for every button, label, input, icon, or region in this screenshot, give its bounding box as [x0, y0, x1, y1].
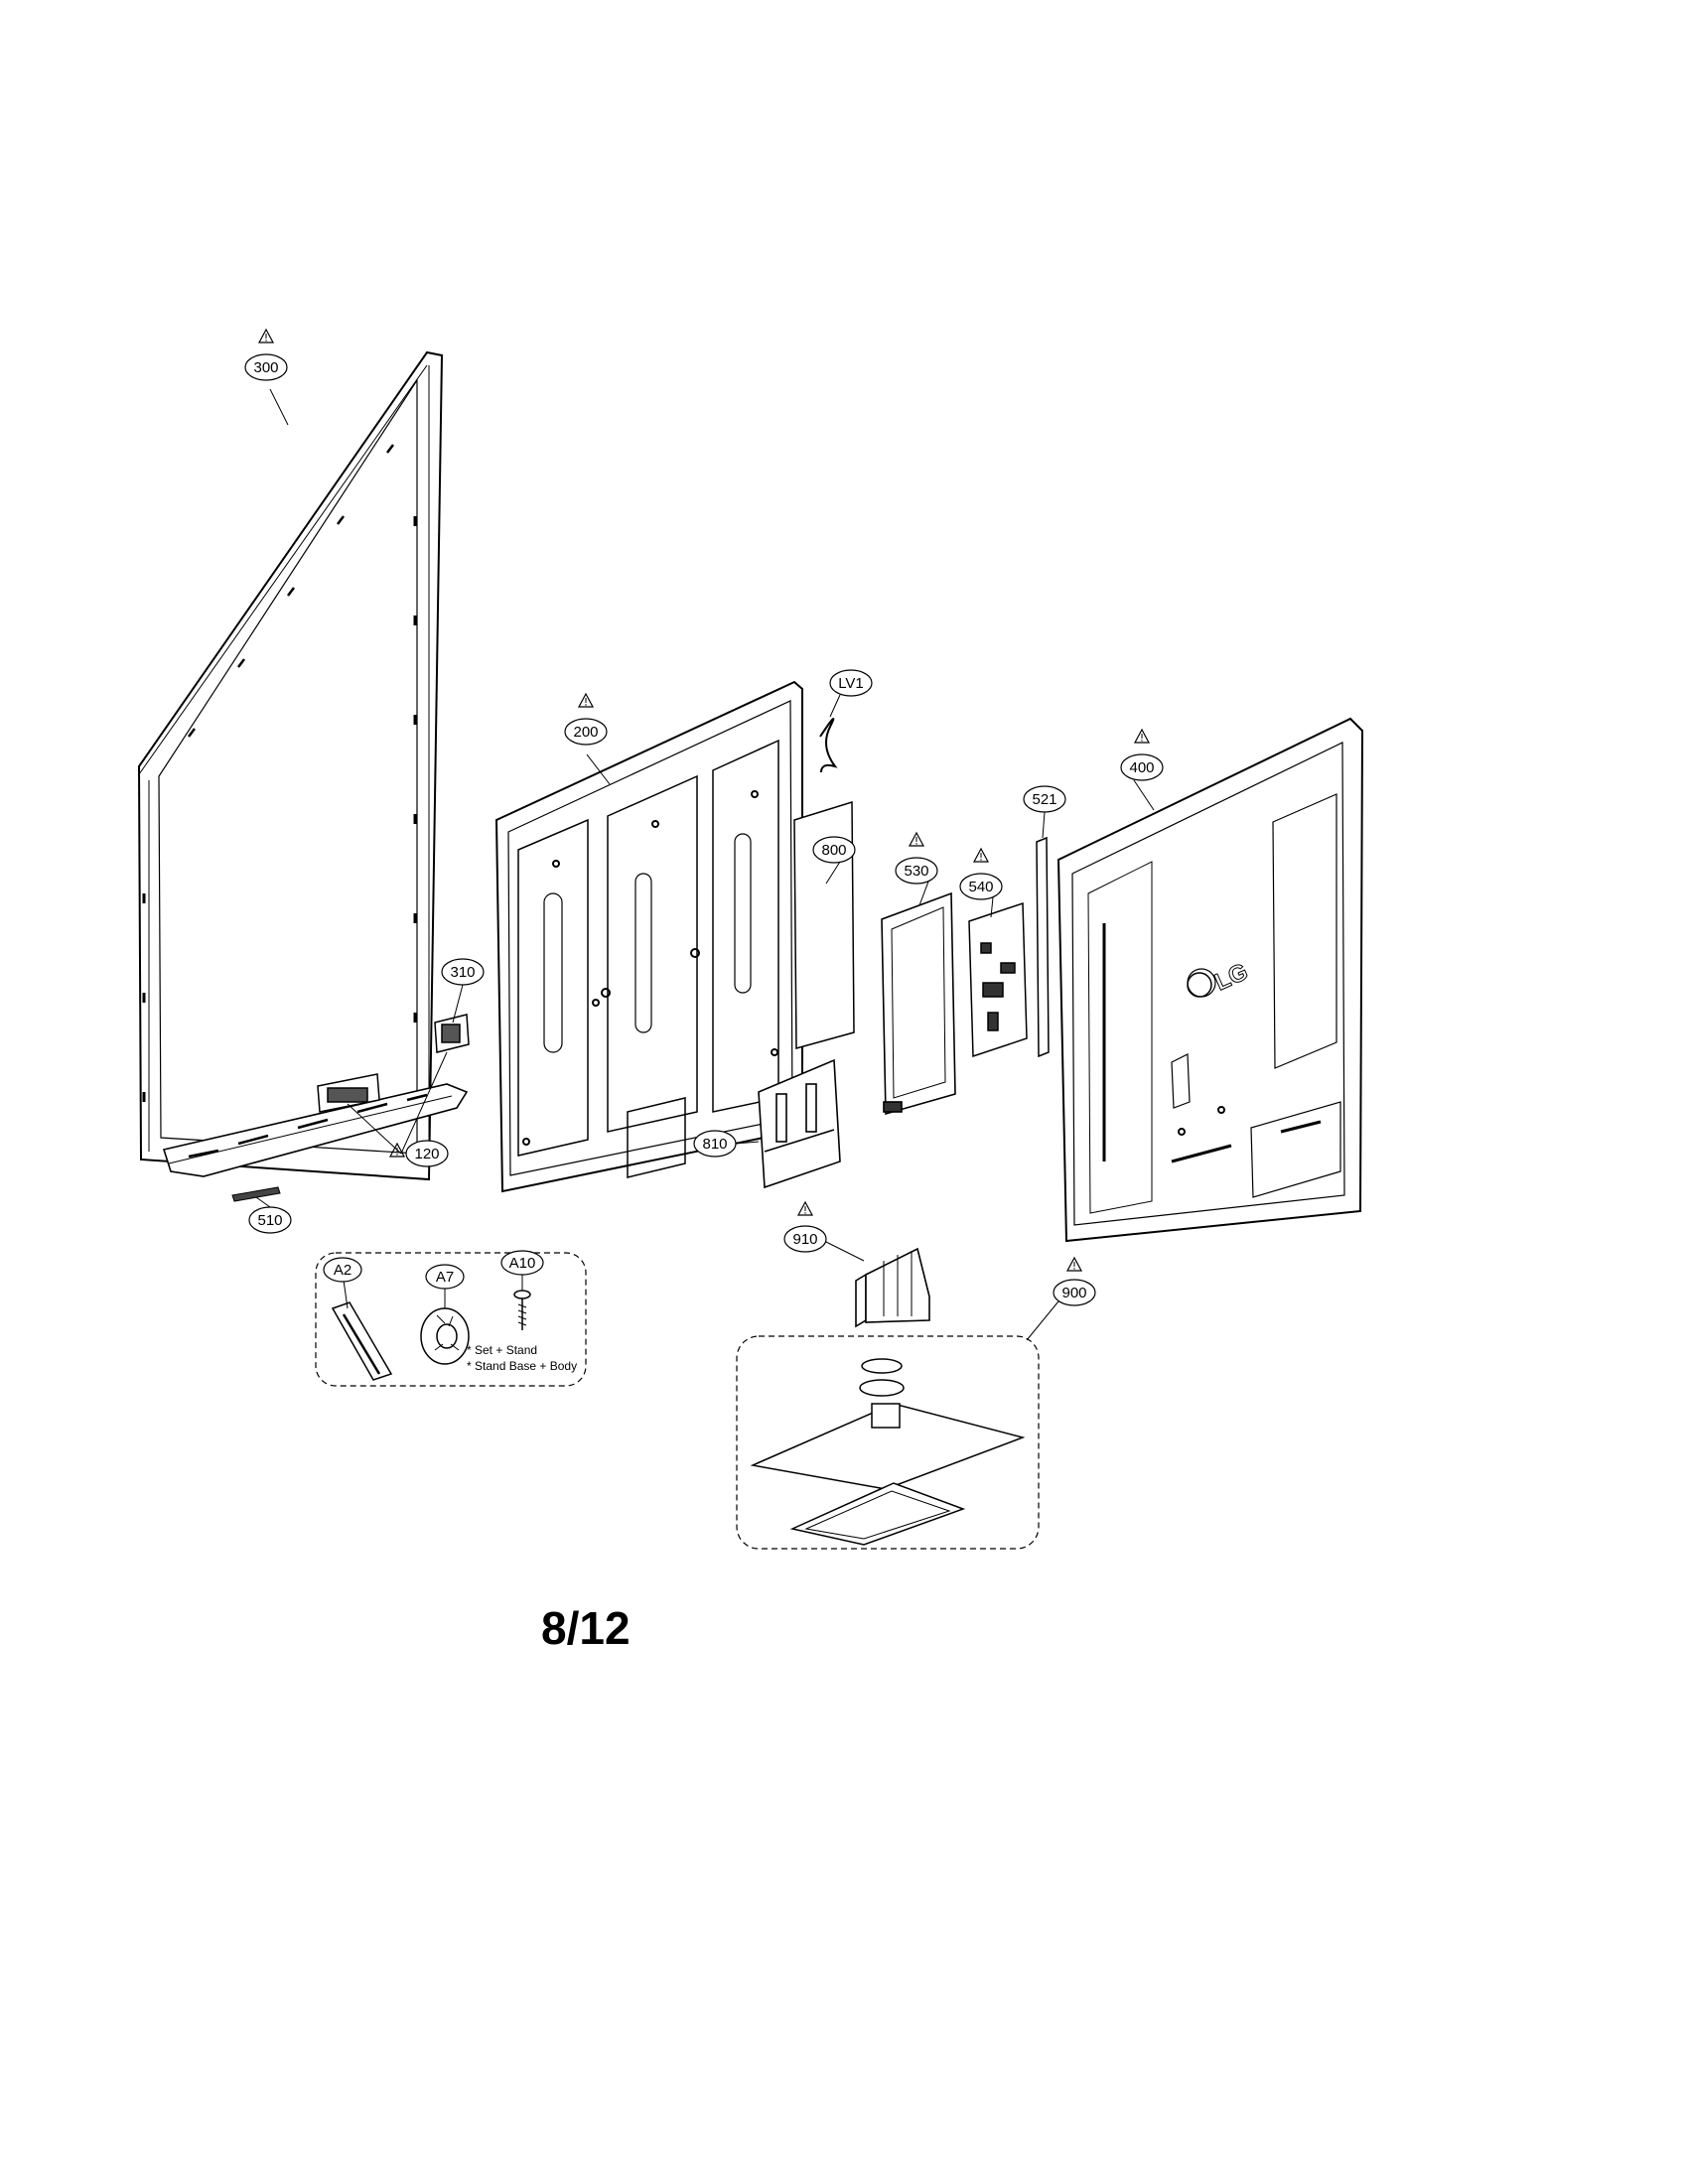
warning-icon — [909, 832, 924, 847]
callout-300: 300 — [244, 353, 288, 381]
callout-a7: A7 — [425, 1264, 465, 1290]
accessories-group: * Set + Stand * Stand Base + Body — [315, 1252, 587, 1387]
callout-a10: A10 — [500, 1250, 544, 1276]
svg-text:120: 120 — [414, 1146, 439, 1162]
warning-icon — [797, 1201, 813, 1216]
svg-text:521: 521 — [1032, 791, 1056, 808]
callout-521: 521 — [1023, 785, 1066, 813]
svg-text:510: 510 — [257, 1212, 282, 1229]
speaker-part-120 — [317, 1014, 470, 1113]
warning-icon — [1066, 1257, 1082, 1272]
svg-text:800: 800 — [821, 842, 846, 859]
warning-icon — [578, 693, 594, 708]
callout-800: 800 — [812, 836, 856, 864]
callouts: 300 200 LV1 800 530 540 521 400 — [244, 353, 1164, 1306]
stand-neck-part-910 — [855, 1247, 930, 1328]
svg-text:A2: A2 — [334, 1262, 352, 1279]
svg-text:A7: A7 — [436, 1269, 454, 1286]
key-board-part-510 — [231, 1186, 281, 1202]
callout-310: 310 — [441, 958, 485, 986]
svg-text:540: 540 — [968, 879, 993, 895]
callout-a2: A2 — [323, 1257, 362, 1283]
leader-lines — [255, 388, 1155, 1341]
cable-part-lv1 — [819, 718, 838, 773]
warning-icon — [1134, 729, 1150, 744]
callout-900: 900 — [1053, 1279, 1096, 1306]
svg-text:310: 310 — [450, 964, 475, 981]
accessory-a10-screw — [513, 1290, 531, 1330]
svg-text:530: 530 — [904, 863, 928, 880]
svg-text:400: 400 — [1129, 759, 1154, 776]
svg-text:910: 910 — [792, 1231, 817, 1248]
callout-910: 910 — [783, 1225, 827, 1253]
svg-text:810: 810 — [702, 1136, 727, 1153]
callout-540: 540 — [959, 873, 1003, 900]
main-board-part-540 — [968, 901, 1028, 1058]
callout-lv1: LV1 — [829, 669, 873, 697]
svg-text:900: 900 — [1061, 1285, 1086, 1301]
accessory-note-line2: * Stand Base + Body — [467, 1359, 577, 1373]
callout-120: 120 — [405, 1140, 449, 1167]
callout-810: 810 — [693, 1130, 737, 1158]
accessory-note-line1: * Set + Stand — [467, 1343, 537, 1357]
main-chassis-part-200 — [494, 680, 803, 1193]
stand-base-group-part-900 — [736, 1335, 1040, 1550]
bracket-part-810 — [758, 1058, 841, 1189]
svg-text:A10: A10 — [509, 1255, 536, 1272]
callout-530: 530 — [895, 857, 938, 885]
bottom-frame-part-310 — [162, 1083, 469, 1177]
svg-text:300: 300 — [253, 359, 278, 376]
side-board-part-521 — [1036, 836, 1050, 1058]
front-bezel-part-300 — [137, 350, 444, 1181]
back-cover-part-400 — [1056, 717, 1364, 1243]
warning-icon — [258, 329, 274, 343]
callout-510: 510 — [248, 1206, 292, 1234]
power-board-part-530 — [881, 891, 956, 1116]
svg-text:200: 200 — [573, 724, 598, 741]
callout-200: 200 — [564, 718, 608, 746]
svg-text:LV1: LV1 — [838, 675, 864, 692]
warning-icon — [973, 848, 989, 863]
accessory-a2 — [331, 1301, 393, 1381]
accessory-a7 — [420, 1307, 470, 1365]
page-number: 8/12 — [541, 1602, 631, 1654]
callout-400: 400 — [1120, 753, 1164, 781]
